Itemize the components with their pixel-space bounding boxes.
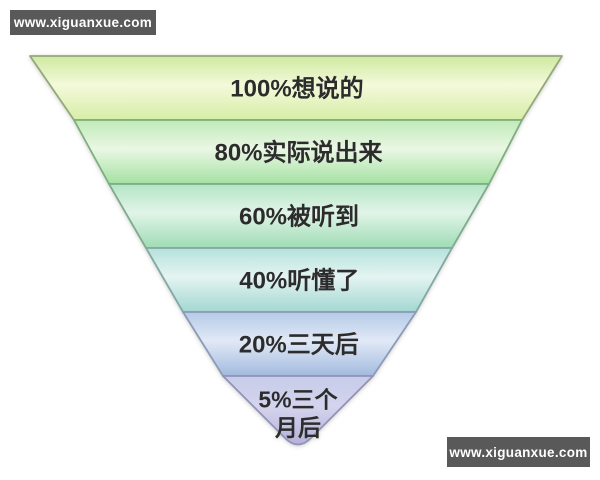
funnel-band-label-80: 80%实际说出来: [214, 139, 383, 167]
watermark-bottom-right-text: www.xiguanxue.com: [449, 444, 588, 460]
funnel-band-5: [222, 375, 374, 446]
watermark-bottom-right: www.xiguanxue.com: [447, 437, 590, 467]
watermark-top-left: www.xiguanxue.com: [10, 10, 156, 35]
funnel-band-label-5-line1: 5%三个: [258, 387, 338, 413]
funnel-band-label-60: 60%被听到: [239, 204, 359, 231]
funnel-band-label-20: 20%三天后: [239, 332, 359, 359]
funnel-band-label-40: 40%听懂了: [239, 268, 359, 295]
funnel-band-label-5-line2: 月后: [274, 415, 321, 441]
funnel-band-label-100: 100%想说的: [230, 75, 363, 103]
watermark-top-left-text: www.xiguanxue.com: [13, 15, 153, 30]
